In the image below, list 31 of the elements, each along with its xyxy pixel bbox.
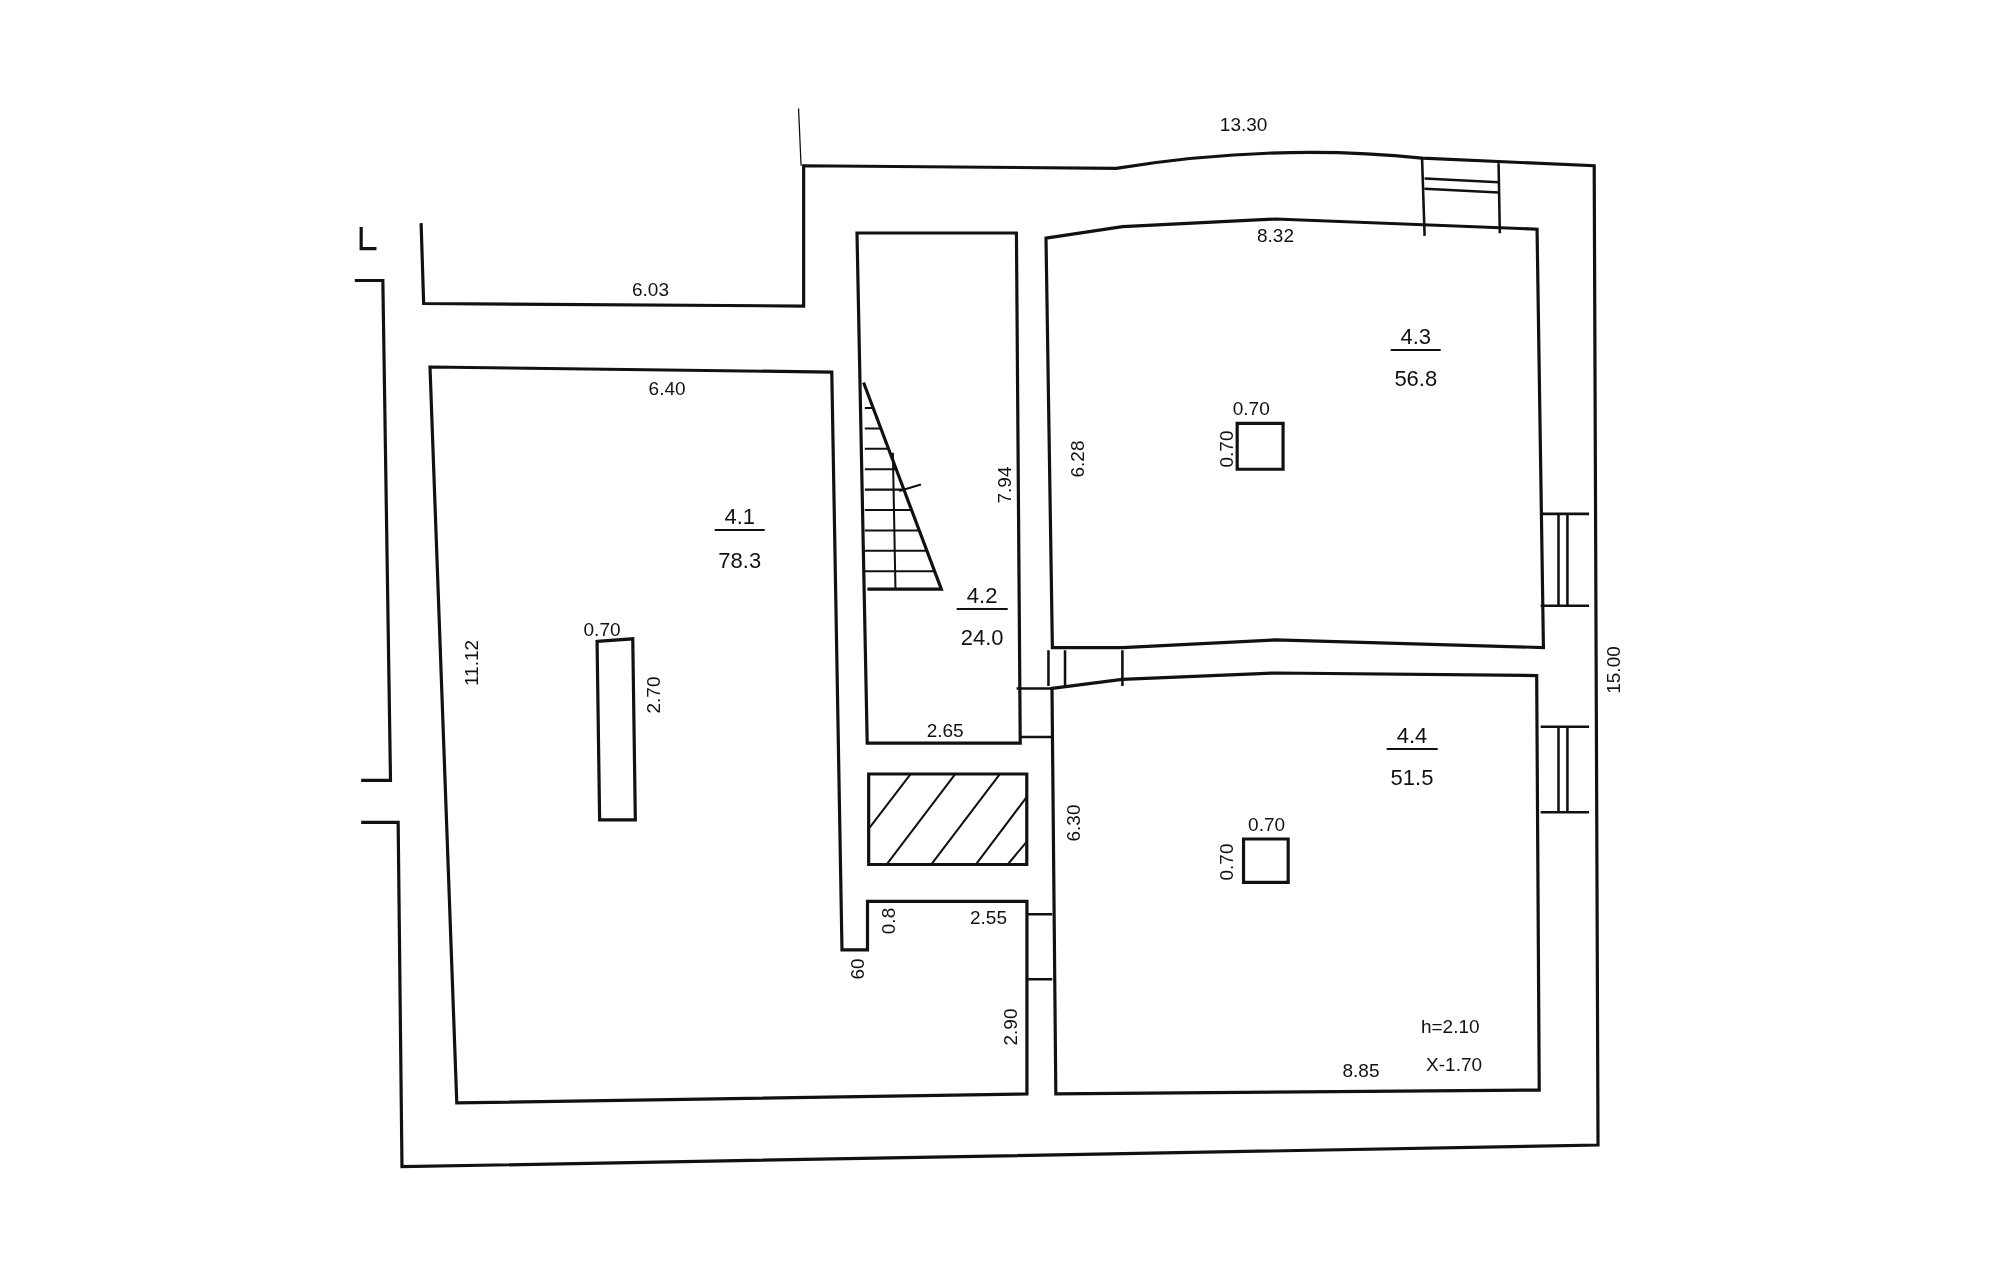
room-area: 51.5 — [1390, 766, 1434, 791]
dimension-label: 11.12 — [461, 640, 482, 687]
room-area: 56.8 — [1394, 366, 1438, 391]
dimension-label: 0.70 — [1232, 399, 1270, 420]
dimension-label: 0.70 — [583, 620, 621, 641]
dimension-label: 60 — [848, 958, 869, 980]
room-number: 4.1 — [714, 504, 766, 531]
dimension-label: 0.70 — [1217, 843, 1238, 881]
room-number: 4.4 — [1386, 724, 1438, 751]
height-note: X-1.70 — [1426, 1055, 1483, 1076]
room-number: 4.2 — [956, 583, 1008, 610]
room-number: 4.3 — [1390, 325, 1442, 351]
dimension-label: 2.65 — [926, 720, 964, 741]
dimension-label: 0.70 — [1217, 430, 1238, 468]
room-area: 24.0 — [960, 625, 1004, 650]
dimension-label: 2.55 — [970, 908, 1007, 929]
ceiling-height-note: h=2.10 — [1420, 1016, 1480, 1037]
dimension-label: 7.94 — [995, 466, 1016, 504]
dimension-label: 6.30 — [1063, 804, 1084, 842]
dimension-label: 8.85 — [1342, 1061, 1380, 1082]
dimension-label: 13.30 — [1219, 115, 1268, 135]
dimension-label: 8.32 — [1257, 225, 1294, 246]
dimension-label: 0.8 — [879, 907, 899, 935]
dimension-label: 2.90 — [1001, 1008, 1022, 1046]
room-area: 78.3 — [718, 549, 762, 574]
dimension-label: 0.70 — [1248, 815, 1286, 836]
dimension-label: 15.00 — [1603, 645, 1624, 694]
dimension-label: 6.40 — [648, 379, 686, 399]
dimension-label: 6.03 — [632, 279, 669, 300]
dimension-label: 6.28 — [1067, 440, 1088, 478]
dimension-label: 2.70 — [644, 676, 665, 714]
